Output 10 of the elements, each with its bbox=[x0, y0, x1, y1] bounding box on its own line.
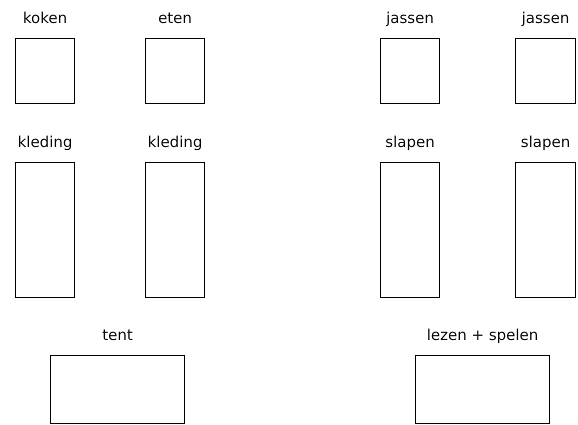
box-label: tent bbox=[102, 325, 133, 345]
box-label: slapen bbox=[385, 132, 435, 152]
box-label: lezen + spelen bbox=[426, 325, 538, 345]
box-label: eten bbox=[158, 8, 192, 28]
box-label: slapen bbox=[520, 132, 570, 152]
box-label: koken bbox=[22, 8, 68, 28]
box-label: jassen bbox=[386, 8, 434, 28]
box-label: kleding bbox=[18, 132, 72, 152]
box-label: kleding bbox=[148, 132, 202, 152]
box-label: jassen bbox=[522, 8, 570, 28]
